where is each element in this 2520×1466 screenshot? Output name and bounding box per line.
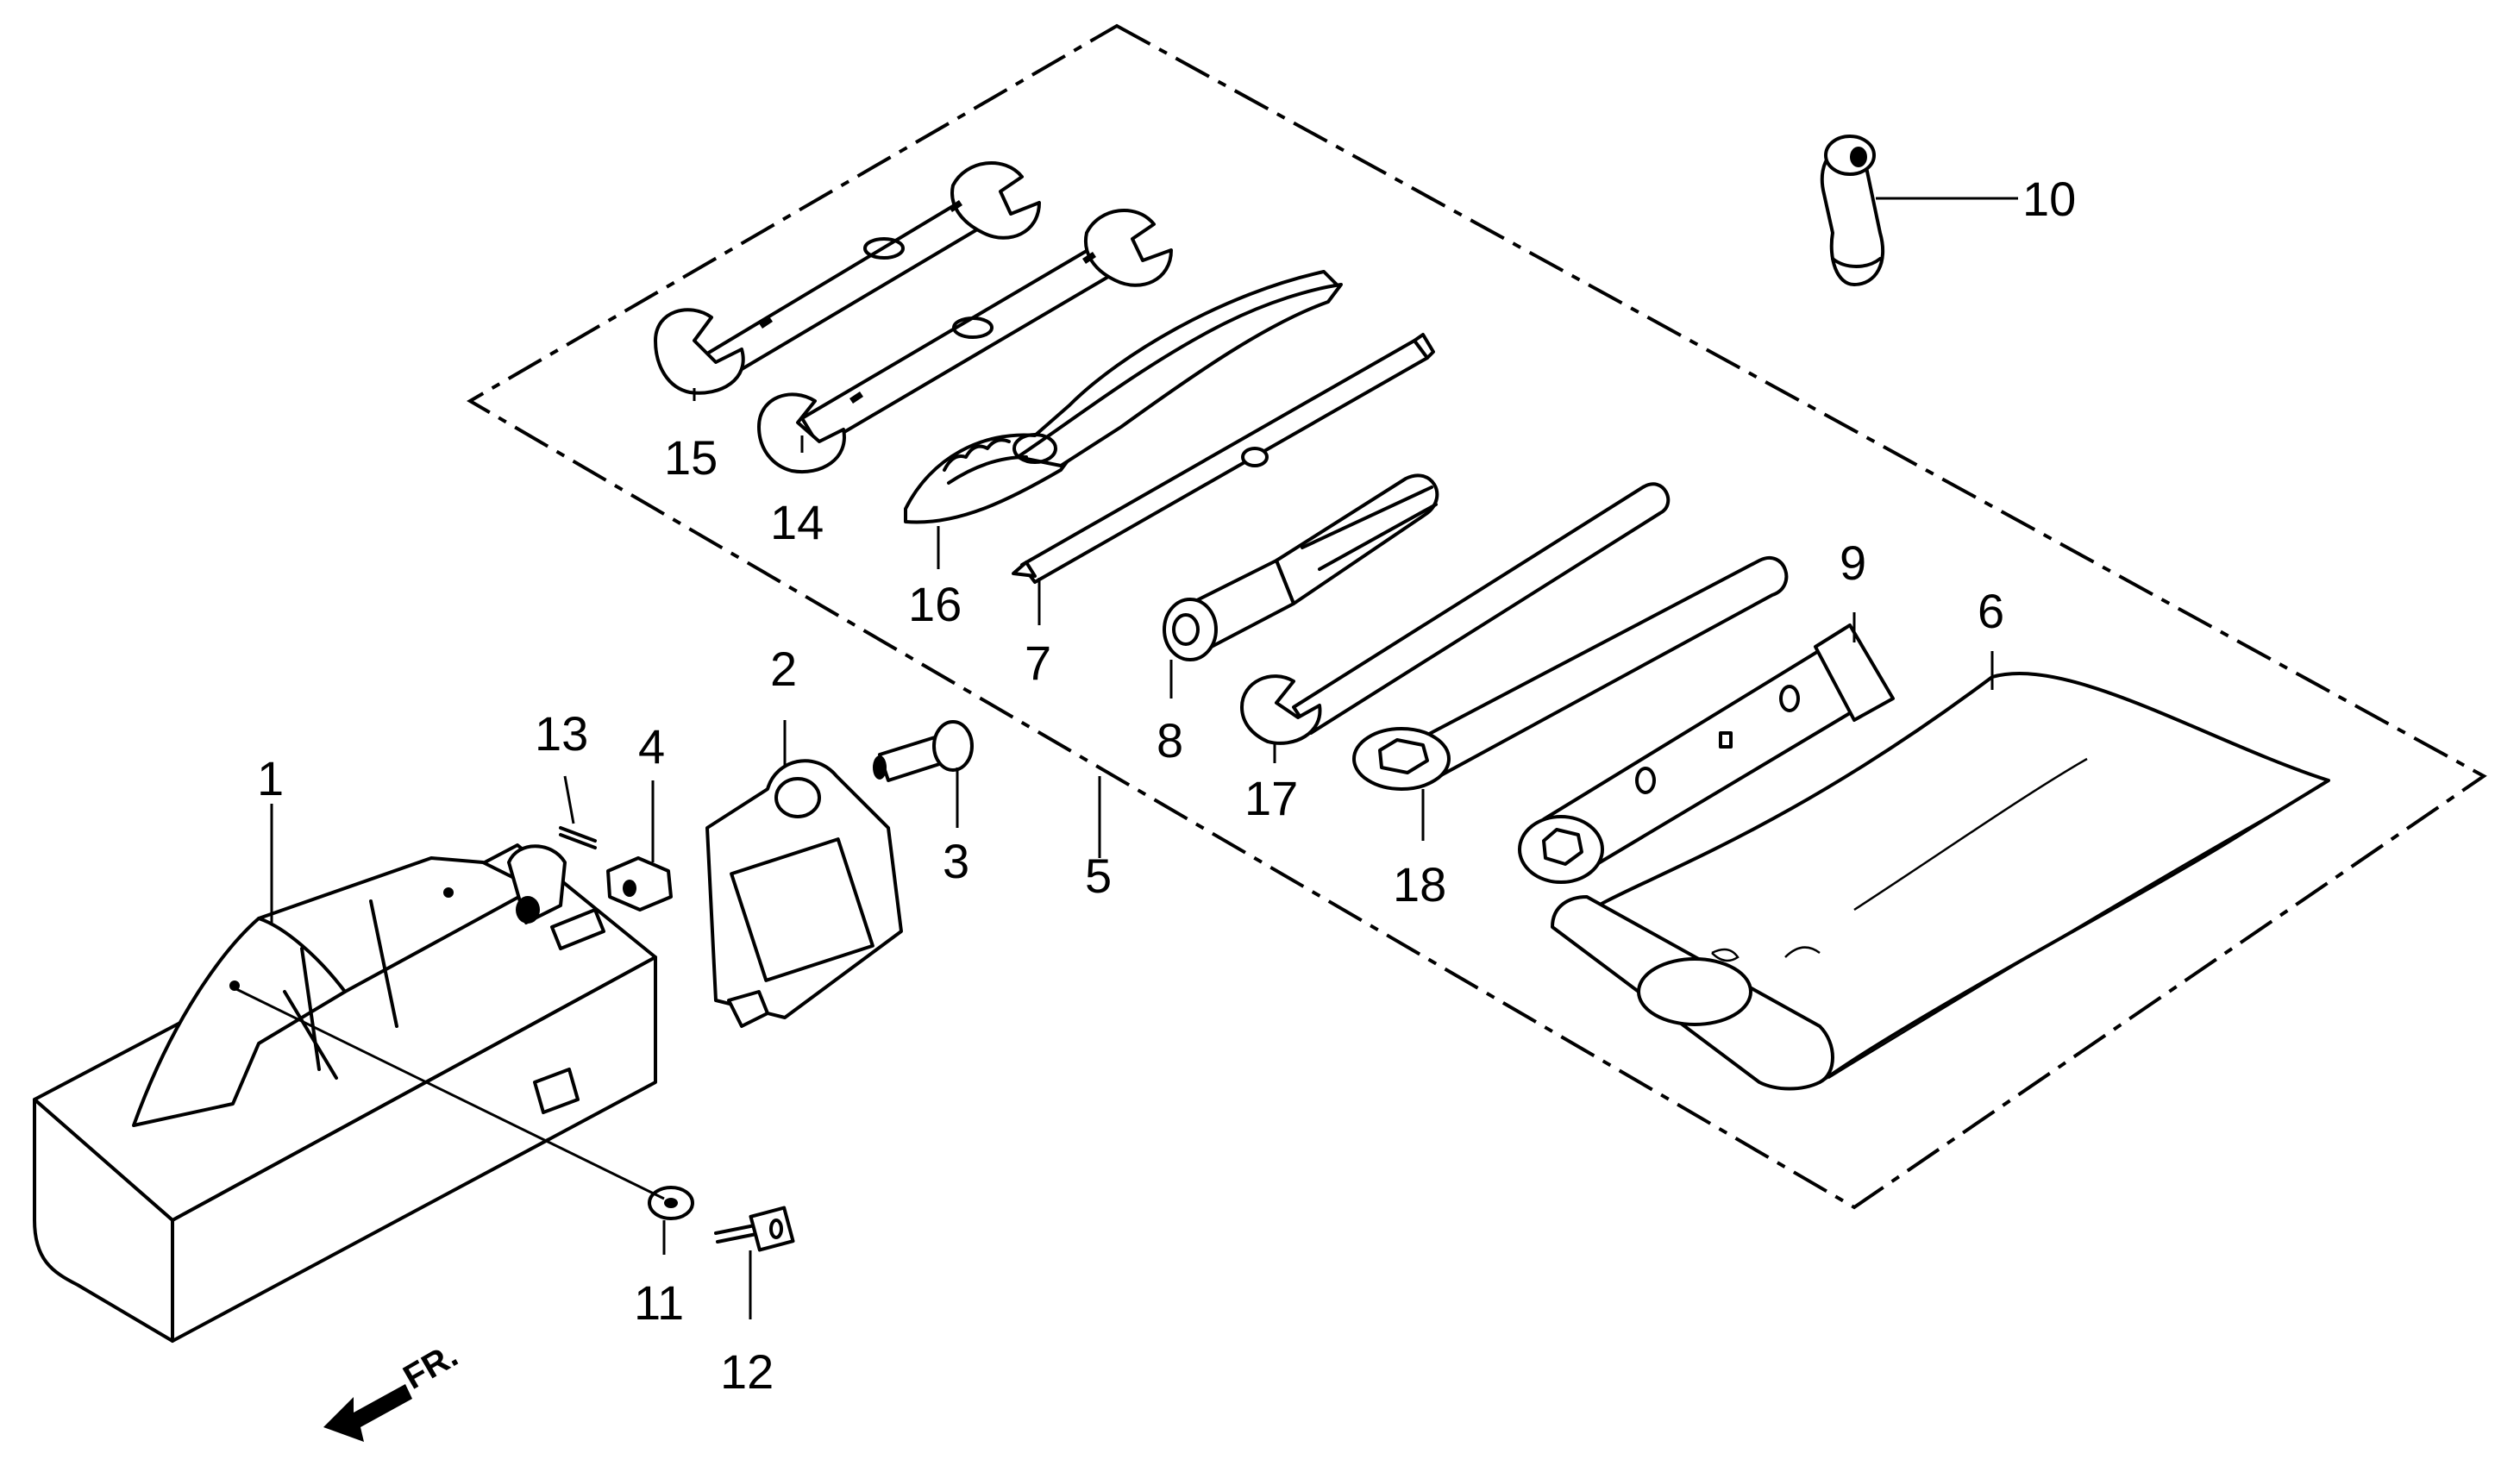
bolt-3 (873, 720, 974, 782)
callout-12: 12 (720, 1344, 774, 1399)
callout-2: 2 (770, 642, 797, 696)
holder-plate-2 (705, 759, 903, 1028)
spanner-17 (1240, 482, 1671, 745)
callout-8: 8 (1157, 713, 1183, 767)
callout-16: 16 (908, 577, 962, 631)
nut-4 (606, 856, 673, 912)
washer-11 (648, 1186, 694, 1220)
screwdriver-shaft-7 (1012, 333, 1435, 584)
callout-4: 4 (638, 719, 665, 774)
screw-12 (714, 1206, 795, 1252)
leader-lines (270, 197, 2018, 1319)
callout-10: 10 (2022, 172, 2076, 226)
front-arrow-label: FR. (398, 1336, 465, 1396)
callout-15: 15 (664, 430, 718, 485)
callout-7: 7 (1025, 636, 1051, 690)
pin-13 (559, 826, 597, 849)
box-wrench-9 (1518, 623, 1895, 884)
open-end-wrench-15 (654, 161, 1041, 395)
callout-18: 18 (1393, 857, 1446, 912)
callout-17: 17 (1244, 771, 1298, 825)
tool-set-boundary (467, 23, 2487, 1210)
callout-6: 6 (1978, 584, 2004, 638)
callout-5: 5 (1085, 849, 1112, 903)
callout-14: 14 (770, 495, 824, 549)
callout-11: 11 (634, 1275, 684, 1330)
pliers-16 (904, 270, 1343, 524)
callout-13: 13 (535, 706, 588, 761)
callout-3: 3 (943, 834, 969, 888)
key-10 (1820, 135, 1885, 286)
screwdriver-handle-8 (1163, 473, 1439, 661)
tool-bag-6 (1551, 672, 2330, 1091)
open-end-wrench-14 (757, 209, 1173, 474)
callout-1: 1 (257, 751, 284, 805)
ring-spanner-18 (1352, 556, 1789, 791)
callout-9: 9 (1840, 536, 1866, 590)
assembly-axis-line (232, 986, 665, 1200)
tool-box-1 (33, 843, 657, 1343)
front-direction-arrow: FR. (323, 1336, 464, 1442)
